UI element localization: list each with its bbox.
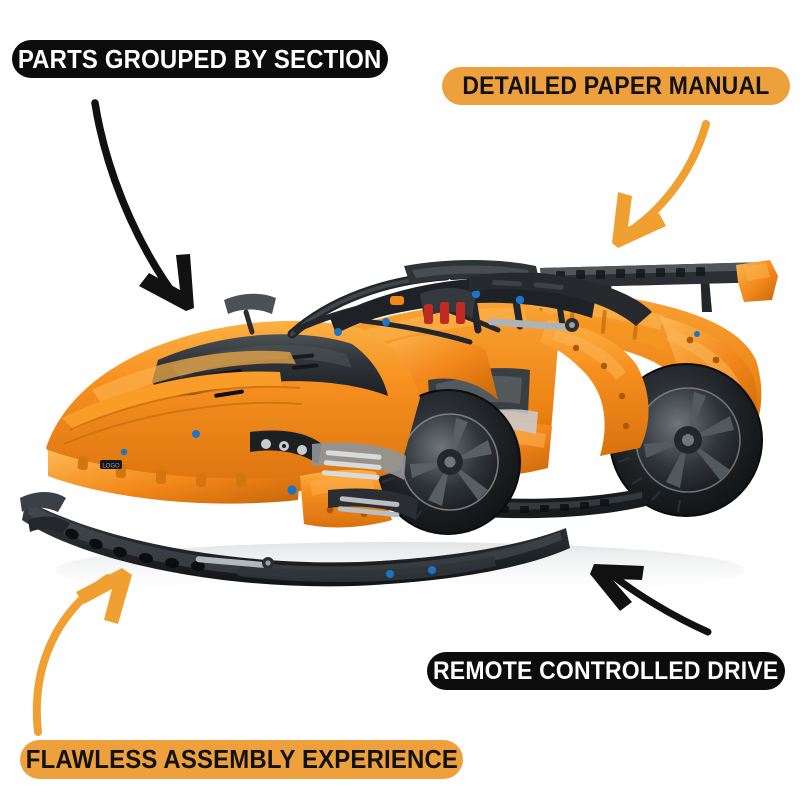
side-body: [340, 301, 649, 479]
arrow-top-right-icon: [612, 120, 710, 248]
rear-wing: [540, 260, 778, 318]
rear-wheel: [609, 363, 763, 517]
arrow-bottom-left-icon: [32, 568, 132, 736]
front-wheel: [375, 389, 521, 535]
badge-parts-grouped: PARTS GROUPED BY SECTION: [12, 40, 388, 78]
arrow-bottom-right-icon: [590, 564, 712, 636]
svg-text:LOGO: LOGO: [102, 463, 120, 469]
badge-remote-drive: REMOTE CONTROLLED DRIVE: [427, 652, 785, 690]
badge-parts-grouped-label: PARTS GROUPED BY SECTION: [18, 43, 382, 74]
side-mirror: [224, 293, 276, 335]
badge-flawless-assembly-label: FLAWLESS ASSEMBLY EXPERIENCE: [25, 744, 458, 774]
engine-bay-parts: [312, 442, 418, 520]
badge-remote-drive-label: REMOTE CONTROLLED DRIVE: [433, 656, 779, 685]
rear-body: [470, 290, 762, 454]
cockpit-interior: [330, 260, 596, 336]
arrow-top-left-icon: [91, 99, 194, 311]
engine-cover: [468, 272, 652, 332]
cockpit-frame: [287, 270, 600, 345]
front-body: LOGO: [46, 320, 498, 528]
side-skirt: [348, 480, 646, 519]
front-splitter: [20, 492, 570, 587]
badge-paper-manual-label: DETAILED PAPER MANUAL: [462, 71, 770, 100]
badge-flawless-assembly: FLAWLESS ASSEMBLY EXPERIENCE: [20, 740, 463, 779]
badge-paper-manual: DETAILED PAPER MANUAL: [442, 67, 790, 105]
